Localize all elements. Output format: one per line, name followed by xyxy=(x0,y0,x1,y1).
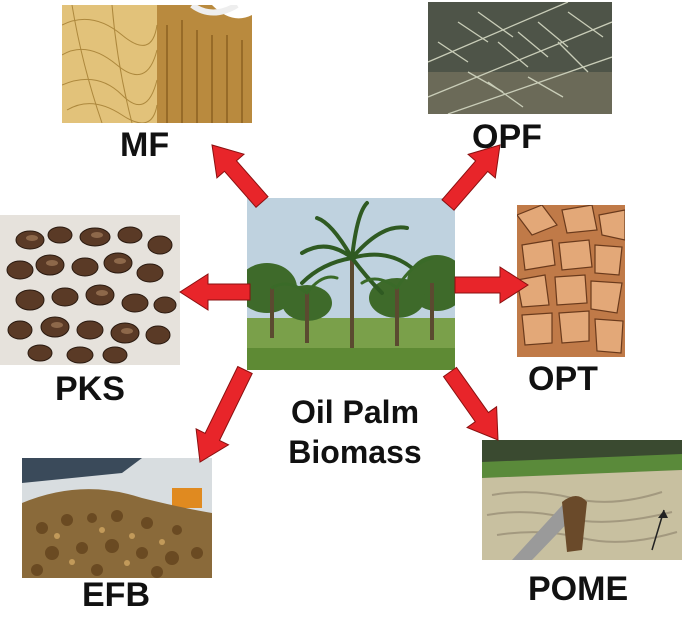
arrow-to-pks xyxy=(179,273,251,311)
opf-label: OPF xyxy=(472,118,542,156)
mf-label: MF xyxy=(120,126,170,164)
pome-label: POME xyxy=(528,570,629,608)
pome-photo xyxy=(482,440,682,560)
efb-label: EFB xyxy=(82,576,150,614)
center-label: Oil Palm Biomass xyxy=(270,392,440,472)
pks-photo xyxy=(0,215,180,365)
opt-label: OPT xyxy=(528,360,598,398)
center-label-line1: Oil Palm xyxy=(290,394,420,430)
pks-label: PKS xyxy=(55,370,125,408)
center-label-line2: Biomass xyxy=(288,434,422,470)
opf-photo xyxy=(428,2,612,114)
mf-photo xyxy=(62,5,252,123)
opt-photo xyxy=(517,205,625,357)
arrow-to-efb xyxy=(195,365,253,463)
arrow-to-pome xyxy=(442,366,499,441)
efb-photo xyxy=(22,458,212,578)
oil-palm-photo xyxy=(247,198,455,370)
